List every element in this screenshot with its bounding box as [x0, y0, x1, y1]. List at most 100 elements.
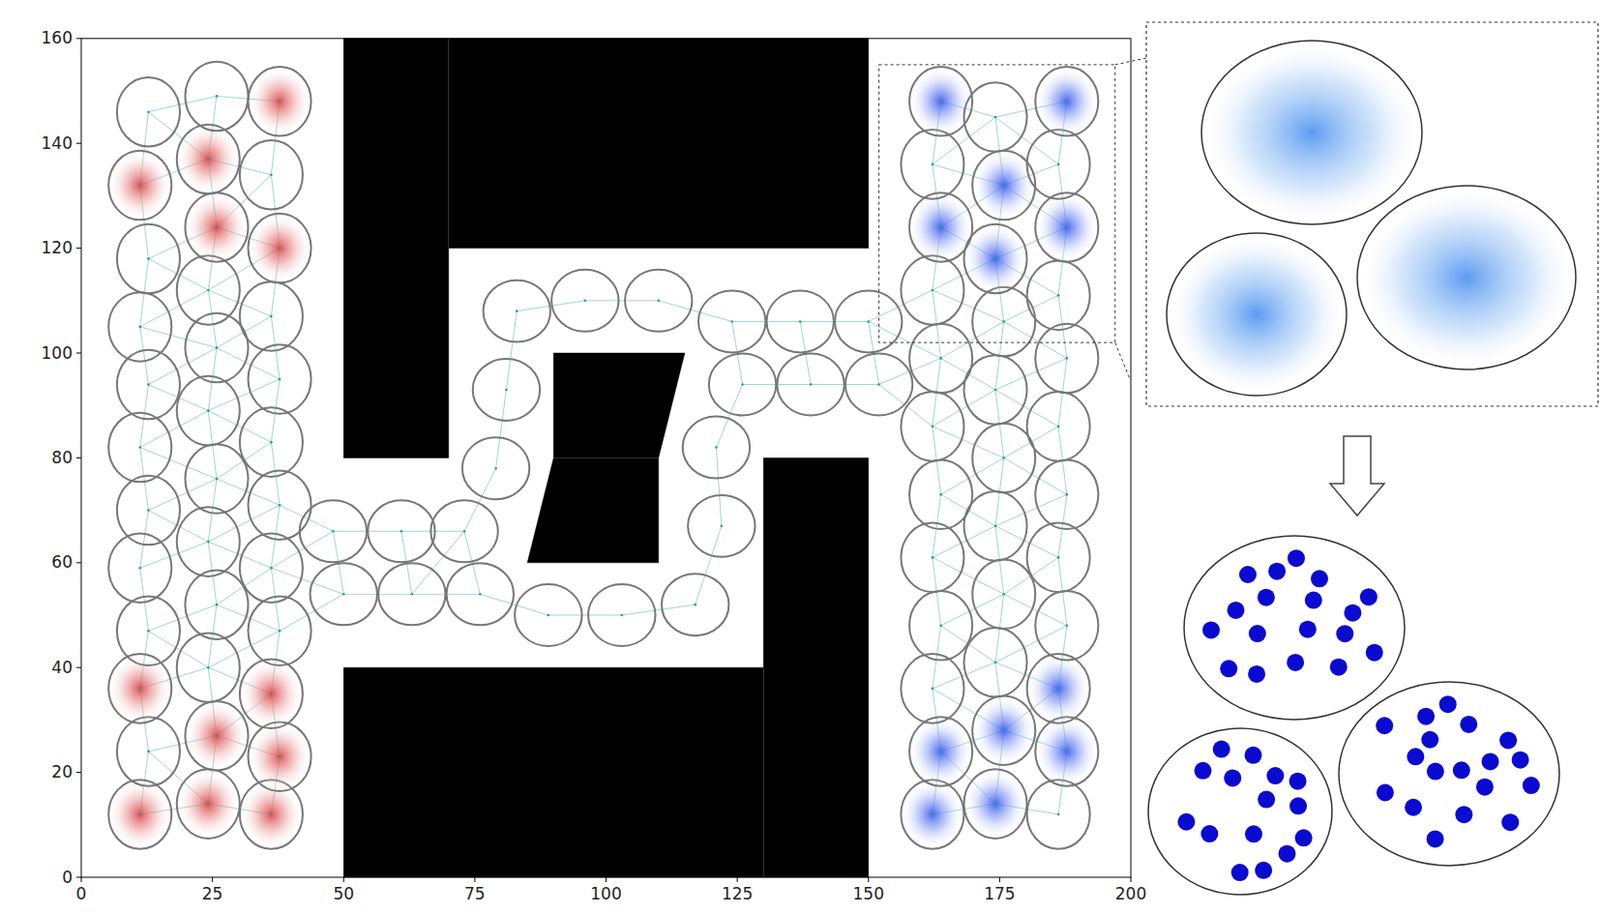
region-ellipse: [1027, 653, 1091, 724]
sample-point: [1404, 799, 1423, 817]
sample-point: [1417, 708, 1435, 726]
sample-point: [1202, 621, 1220, 639]
region-ellipse: [972, 560, 1036, 630]
sample-point: [1481, 752, 1500, 771]
y-tick-label: 160: [41, 29, 73, 47]
zoom-box: [879, 64, 1116, 343]
graph-node-dot: [207, 409, 210, 413]
region-ellipse: [177, 632, 240, 703]
region-ellipse: [177, 124, 240, 195]
graph-link: [879, 385, 933, 427]
graph-node-dot: [939, 493, 943, 497]
graph-node-dot: [147, 629, 150, 633]
region-ellipse: [462, 437, 530, 500]
graph-node-dot: [994, 802, 998, 806]
graph-node-dot: [342, 592, 346, 596]
sample-point: [1213, 740, 1231, 759]
graph-node-dot: [931, 687, 935, 691]
graph-node-dot: [866, 320, 870, 324]
graph-node-dot: [1057, 163, 1061, 167]
graph-node-dot: [1066, 226, 1069, 230]
y-tick-label: 40: [51, 659, 73, 677]
graph-node-dot: [215, 226, 219, 230]
graph-link: [270, 379, 280, 443]
graph-node-dot: [939, 624, 943, 628]
graph-link: [207, 379, 280, 412]
graph-link: [270, 442, 280, 505]
graph-link: [148, 258, 208, 291]
sample-point: [1454, 805, 1473, 824]
region-ellipse: [963, 355, 1027, 425]
region-ellipse: [117, 475, 180, 546]
x-tick: [867, 877, 869, 883]
sample-point: [1499, 731, 1517, 749]
sample-point: [1343, 604, 1362, 623]
graph-node-dot: [939, 226, 943, 230]
y-tick: [76, 877, 82, 879]
graph-node-dot: [799, 320, 802, 324]
region-ellipse: [682, 416, 750, 479]
graph-node-dot: [994, 660, 998, 664]
graph-link: [715, 447, 721, 527]
graph-node-dot: [931, 556, 935, 560]
graph-node-dot: [515, 309, 519, 313]
sample-region: [1148, 728, 1333, 895]
y-tick-label: 100: [41, 345, 73, 362]
sample-point: [1289, 772, 1307, 791]
graph-link: [140, 411, 209, 448]
region-ellipse: [239, 140, 303, 210]
y-tick: [76, 667, 82, 669]
region-ellipse: [963, 491, 1027, 562]
y-tick-label: 120: [41, 239, 73, 257]
graph-node-dot: [138, 325, 142, 329]
region-ellipse: [117, 77, 180, 148]
region-ellipse: [117, 595, 180, 666]
region-ellipse: [367, 500, 435, 563]
x-tick: [737, 877, 739, 883]
sample-point: [1299, 621, 1317, 639]
graph-link: [207, 541, 217, 605]
graph-link: [505, 311, 517, 390]
y-tick: [76, 771, 82, 773]
graph-link: [932, 494, 942, 558]
graph-node-dot: [138, 813, 142, 817]
region-ellipse: [239, 659, 303, 730]
graph-node-dot: [147, 110, 150, 114]
graph-node-dot: [138, 566, 142, 570]
region-ellipse: [963, 224, 1027, 295]
region-ellipse: [551, 269, 619, 332]
graph-link: [995, 357, 1067, 390]
down-arrow: [1330, 436, 1385, 516]
region-ellipse: [909, 66, 973, 137]
region-ellipse: [1027, 523, 1091, 593]
sample-point: [1257, 589, 1275, 607]
sample-point: [1330, 658, 1348, 677]
region-ellipse: [177, 769, 240, 839]
graph-link: [401, 531, 465, 533]
y-tick: [76, 457, 82, 459]
graph-node-dot: [939, 356, 943, 360]
graph-link: [658, 300, 733, 323]
graph-link: [207, 478, 217, 542]
graph-node-dot: [1057, 813, 1061, 817]
region-ellipse: [1035, 591, 1098, 661]
region-ellipse: [900, 523, 964, 593]
region-ellipse: [900, 255, 964, 326]
sample-region: [1184, 535, 1405, 720]
obstacle-seam: [763, 667, 765, 878]
region-ellipse: [248, 344, 312, 415]
graph-node-dot: [138, 183, 142, 187]
graph-node-dot: [931, 163, 935, 167]
sample-point: [1239, 565, 1257, 584]
region-ellipse: [177, 376, 240, 446]
graph-link: [270, 567, 344, 594]
x-tick-label: 75: [464, 886, 486, 903]
sample-point: [1254, 861, 1273, 880]
graph-node-dot: [994, 525, 998, 529]
obstacle: [448, 38, 869, 249]
sample-point: [1200, 825, 1218, 843]
sample-point: [1365, 644, 1384, 662]
graph-node-dot: [278, 246, 282, 250]
graph-node-dot: [331, 530, 335, 534]
graph-node-dot: [147, 383, 150, 386]
